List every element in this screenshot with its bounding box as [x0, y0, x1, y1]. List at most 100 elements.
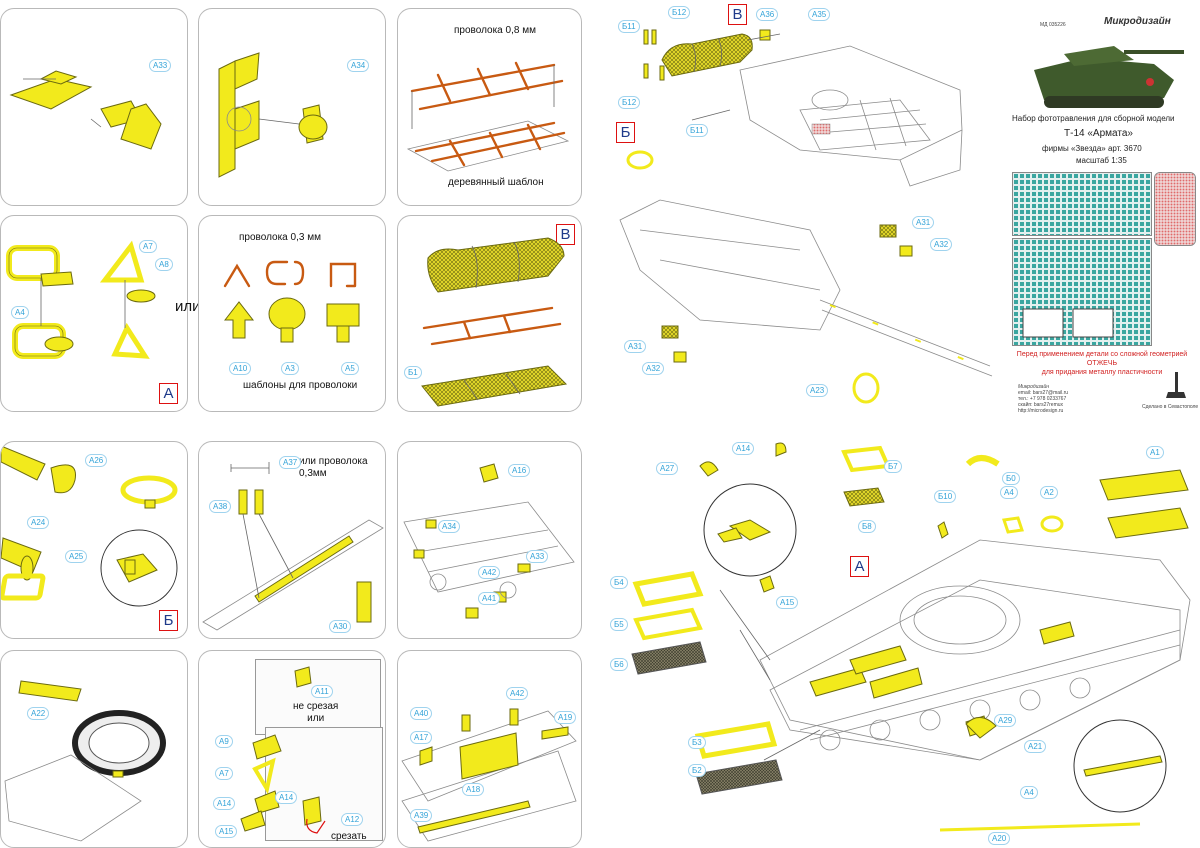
step-letter: Б	[616, 122, 635, 143]
tag-label: А7	[215, 767, 233, 780]
wire-03-caption: проволока 0,3 мм	[239, 232, 321, 243]
panel-step-a17-a42: А42 А40 А17 А19 А18 А39	[397, 650, 582, 848]
tag-label: А42	[506, 687, 529, 700]
tag-label: А5	[341, 362, 359, 375]
panel-step-a37-a38: или проволока 0,3мм А37 А38 А30	[198, 441, 386, 639]
tag-label: А20	[988, 832, 1011, 845]
hull-drawing	[631, 442, 1191, 832]
panel-step-a33: А33	[0, 8, 188, 206]
tag-label: А8	[155, 258, 173, 271]
tag-label: А33	[526, 550, 549, 563]
fret-sheet-1	[1012, 172, 1152, 236]
tag-label: А35	[808, 8, 831, 21]
tag-label: А14	[213, 797, 236, 810]
tag-label: А15	[776, 596, 799, 609]
tag-label: А14	[732, 442, 755, 455]
tag-label: А31	[624, 340, 647, 353]
tank-photo	[1034, 46, 1184, 108]
hatch-details-drawing	[240, 666, 326, 834]
tag-label: А21	[1024, 740, 1047, 753]
tag-label: А16	[508, 464, 531, 477]
tag-label: А22	[27, 707, 50, 720]
kit-code: МД 035226	[1040, 22, 1066, 28]
panel-wire-08-template: проволока 0,8 мм деревянный шаблон	[397, 8, 582, 206]
tag-label: А41	[478, 592, 501, 605]
panel-step-a16-a42: А16 А34 А33 А42 А41	[397, 441, 582, 639]
tag-label: Б12	[668, 6, 691, 19]
tag-label: Б8	[858, 520, 876, 533]
step-letter: В	[728, 4, 747, 25]
tag-label: Б12	[618, 96, 641, 109]
tag-label: А25	[65, 550, 88, 563]
cut-not-caption: не срезая или	[293, 701, 339, 724]
cut-caption: срезать	[331, 831, 367, 842]
or-label: или	[175, 298, 201, 315]
panel-step-a9-a15: не срезая или А11 А9 А7 А14 А14 А15 А12 …	[198, 650, 386, 848]
tag-label: А36	[756, 8, 779, 21]
brand-logo: Микродизайн	[1104, 16, 1171, 27]
tag-label: А37	[279, 456, 302, 469]
wire-option-caption: или проволока 0,3мм	[299, 456, 368, 479]
turret-assembly: В Б Б12 Б11 Б12 А36 А35 Б11 А31 А32 А31 …	[600, 0, 1000, 420]
turret-ring-drawing	[4, 680, 166, 842]
step-letter: А	[159, 383, 178, 404]
tag-label: А11	[311, 685, 333, 698]
tag-label: А10	[229, 362, 252, 375]
tag-label: А38	[209, 500, 232, 513]
tag-label: А30	[329, 620, 352, 633]
wire-template-drawing	[223, 260, 360, 343]
mesh-grill-drawing	[421, 237, 568, 407]
tag-label: А12	[341, 813, 364, 826]
tag-label: А3	[281, 362, 299, 375]
kit-line3: фирмы «Звезда» арт. 3670	[1042, 144, 1142, 153]
wire-frame-drawing	[406, 61, 570, 172]
step-letter: В	[556, 224, 575, 245]
tag-label: Б0	[1002, 472, 1020, 485]
contacts-brand: Микродизайн	[1018, 384, 1049, 390]
fret-sheet-3	[1012, 238, 1152, 346]
tag-label: А27	[656, 462, 679, 475]
step-letter: А	[850, 556, 869, 577]
tag-label: А32	[642, 362, 665, 375]
tag-label: А26	[85, 454, 108, 467]
tag-label: А40	[410, 707, 433, 720]
panel-step-b: А26 А24 А25 Б	[0, 441, 188, 639]
tag-label: А1	[1146, 446, 1164, 459]
tag-label: Б4	[610, 576, 628, 589]
wooden-template-caption: деревянный шаблон	[448, 177, 544, 188]
hull-side-drawing	[202, 462, 384, 631]
rear-hull-drawing	[401, 708, 577, 842]
tag-label: А17	[410, 731, 433, 744]
tag-label: А29	[994, 714, 1017, 727]
tag-label: А33	[149, 59, 172, 72]
panel-wire-03-templates: проволока 0,3 мм А10 А3 А5 шаблоны для п…	[198, 215, 386, 412]
turret-interior-drawing	[403, 463, 575, 619]
tag-label: Б2	[688, 764, 706, 777]
tag-label: Б11	[618, 20, 640, 33]
kit-info-box: МД 035226 Микродизайн Набор фототравлени…	[1004, 0, 1200, 420]
tag-label: А31	[912, 216, 935, 229]
wire-08-caption: проволока 0,8 мм	[454, 25, 536, 36]
tag-label: А39	[410, 809, 433, 822]
part-a4-a7-a8-drawing	[6, 240, 156, 359]
tag-label: А34	[347, 59, 370, 72]
tag-label: А4	[11, 306, 29, 319]
tag-label: А7	[139, 240, 157, 253]
tag-label: А23	[806, 384, 829, 397]
tag-label: Б1	[404, 366, 422, 379]
part-a24-a25-a26-drawing	[1, 445, 178, 607]
step-letter: Б	[159, 610, 178, 631]
contacts: email: bars27@mail.ru тел.: +7 978 02337…	[1018, 390, 1069, 414]
tag-label: А32	[930, 238, 953, 251]
panel-step-v: В Б1	[397, 215, 582, 412]
tag-label: Б3	[688, 736, 706, 749]
tag-label: А34	[438, 520, 461, 533]
made-in: Сделано в Севастополе	[1142, 404, 1199, 410]
panel-step-a: А7 А8 А4 А	[0, 215, 188, 412]
tag-label: Б5	[610, 618, 628, 631]
tag-label: Б7	[884, 460, 902, 473]
tag-label: Б10	[934, 490, 957, 503]
turret-drawing	[619, 29, 993, 404]
tag-label: А18	[462, 783, 485, 796]
panel-step-a22: А22	[0, 650, 188, 848]
